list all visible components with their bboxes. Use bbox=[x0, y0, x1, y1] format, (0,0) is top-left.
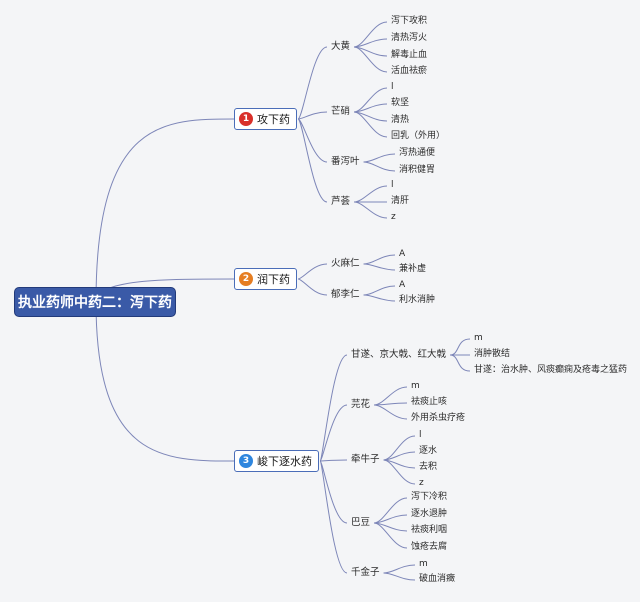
herb-to-item-line bbox=[363, 254, 396, 265]
number-badge: 2 bbox=[239, 272, 253, 286]
herb-node[interactable]: 芒硝 bbox=[331, 106, 351, 117]
effect-item[interactable]: 清热 bbox=[391, 115, 410, 125]
herb-to-item-line bbox=[353, 21, 388, 48]
herb-to-item-line bbox=[383, 435, 416, 461]
effect-item[interactable]: 破血消癥 bbox=[419, 574, 456, 584]
topic-to-herb-line bbox=[319, 354, 348, 462]
herb-to-item-line bbox=[363, 263, 396, 271]
topic-to-herb-line bbox=[319, 404, 348, 462]
effect-item[interactable]: 利水消肿 bbox=[399, 295, 436, 305]
effect-item[interactable]: 清热泻火 bbox=[391, 33, 428, 43]
effect-item[interactable]: 蚀疮去腐 bbox=[411, 542, 448, 552]
number-badge: 1 bbox=[239, 112, 253, 126]
herb-node[interactable]: 郁李仁 bbox=[331, 289, 360, 300]
topic-to-herb-line bbox=[297, 263, 328, 280]
topic-to-herb-line bbox=[297, 46, 328, 120]
herb-to-item-line bbox=[449, 354, 471, 372]
effect-item[interactable]: 祛痰止咳 bbox=[411, 397, 448, 407]
effect-item[interactable]: 兼补虚 bbox=[399, 264, 427, 274]
topic-label: 攻下药 bbox=[257, 113, 290, 126]
herb-to-item-line bbox=[383, 564, 416, 574]
effect-item[interactable]: m bbox=[411, 381, 420, 391]
topic-to-herb-line bbox=[297, 118, 328, 203]
effect-item[interactable]: 清肝 bbox=[391, 196, 410, 206]
herb-to-item-line bbox=[363, 161, 396, 172]
effect-item[interactable]: A bbox=[399, 249, 406, 259]
herb-to-item-line bbox=[373, 404, 408, 420]
effect-item[interactable]: l bbox=[419, 430, 422, 440]
effect-item[interactable]: m bbox=[419, 559, 428, 569]
herb-to-item-line bbox=[373, 514, 408, 524]
root-topic[interactable]: 执业药师中药二：泻下药 bbox=[14, 287, 176, 317]
herb-to-item-line bbox=[363, 153, 396, 163]
topic-to-herb-line bbox=[297, 111, 328, 120]
herb-to-item-line bbox=[373, 522, 408, 549]
effect-item[interactable]: 消肿散结 bbox=[474, 349, 511, 359]
number-badge: 3 bbox=[239, 454, 253, 468]
effect-item[interactable]: m bbox=[474, 333, 483, 343]
effect-item[interactable]: 逐水 bbox=[419, 446, 438, 456]
topic-to-herb-line bbox=[319, 460, 348, 524]
root-to-topic-line bbox=[95, 118, 235, 303]
topic-to-herb-line bbox=[297, 118, 328, 163]
herb-node[interactable]: 大黄 bbox=[331, 41, 351, 52]
herb-node[interactable]: 芫花 bbox=[351, 399, 371, 410]
effect-item[interactable]: A bbox=[399, 280, 406, 290]
herb-to-item-line bbox=[373, 386, 408, 406]
effect-item[interactable]: l bbox=[391, 82, 394, 92]
effect-item[interactable]: 软坚 bbox=[391, 98, 410, 108]
effect-item[interactable]: 去积 bbox=[419, 462, 438, 472]
herb-to-item-line bbox=[363, 285, 396, 296]
effect-item[interactable]: 甘遂：治水肿、风痰癫痫及疮毒之猛药 bbox=[474, 365, 628, 375]
herb-to-item-line bbox=[353, 201, 388, 219]
herb-to-item-line bbox=[353, 87, 388, 113]
herb-node[interactable]: 芦荟 bbox=[331, 196, 351, 207]
effect-item[interactable]: 解毒止血 bbox=[391, 50, 428, 60]
herb-to-item-line bbox=[353, 111, 388, 138]
effect-item[interactable]: 消积健胃 bbox=[399, 165, 436, 175]
topic-label: 峻下逐水药 bbox=[257, 455, 312, 468]
topic-3[interactable]: 3 峻下逐水药 bbox=[234, 450, 319, 472]
effect-item[interactable]: 泻热通便 bbox=[399, 148, 436, 158]
herb-node[interactable]: 番泻叶 bbox=[331, 156, 360, 167]
topic-to-herb-line bbox=[319, 460, 348, 574]
herb-to-item-line bbox=[353, 185, 388, 203]
effect-item[interactable]: z bbox=[391, 212, 396, 222]
herb-node[interactable]: 火麻仁 bbox=[331, 258, 360, 269]
root-to-topic-line bbox=[95, 301, 235, 462]
herb-to-item-line bbox=[363, 294, 396, 302]
herb-node[interactable]: 巴豆 bbox=[351, 517, 371, 528]
herb-to-item-line bbox=[383, 572, 416, 581]
herb-to-item-line bbox=[353, 46, 388, 73]
topic-label: 润下药 bbox=[257, 273, 290, 286]
herb-to-item-line bbox=[373, 497, 408, 524]
herb-node[interactable]: 牵牛子 bbox=[351, 454, 380, 465]
effect-item[interactable]: l bbox=[391, 180, 394, 190]
herb-to-item-line bbox=[353, 38, 388, 48]
topic-to-herb-line bbox=[297, 278, 328, 296]
herb-node[interactable]: 甘遂、京大戟、红大戟 bbox=[351, 349, 447, 360]
herb-to-item-line bbox=[383, 459, 416, 485]
topic-1[interactable]: 1 攻下药 bbox=[234, 108, 297, 130]
herb-to-item-line bbox=[373, 522, 408, 532]
effect-item[interactable]: 活血祛瘀 bbox=[391, 66, 428, 76]
effect-item[interactable]: 祛痰利咽 bbox=[411, 525, 448, 535]
effect-item[interactable]: 泻下攻积 bbox=[391, 16, 428, 26]
herb-to-item-line bbox=[449, 338, 471, 356]
effect-item[interactable]: z bbox=[419, 478, 424, 488]
herb-node[interactable]: 千金子 bbox=[351, 567, 380, 578]
effect-item[interactable]: 泻下冷积 bbox=[411, 492, 448, 502]
effect-item[interactable]: 逐水退肿 bbox=[411, 509, 448, 519]
topic-to-herb-line bbox=[319, 459, 348, 462]
topic-2[interactable]: 2 润下药 bbox=[234, 268, 297, 290]
effect-item[interactable]: 回乳（外用） bbox=[391, 131, 446, 141]
effect-item[interactable]: 外用杀虫疗疮 bbox=[411, 413, 466, 423]
